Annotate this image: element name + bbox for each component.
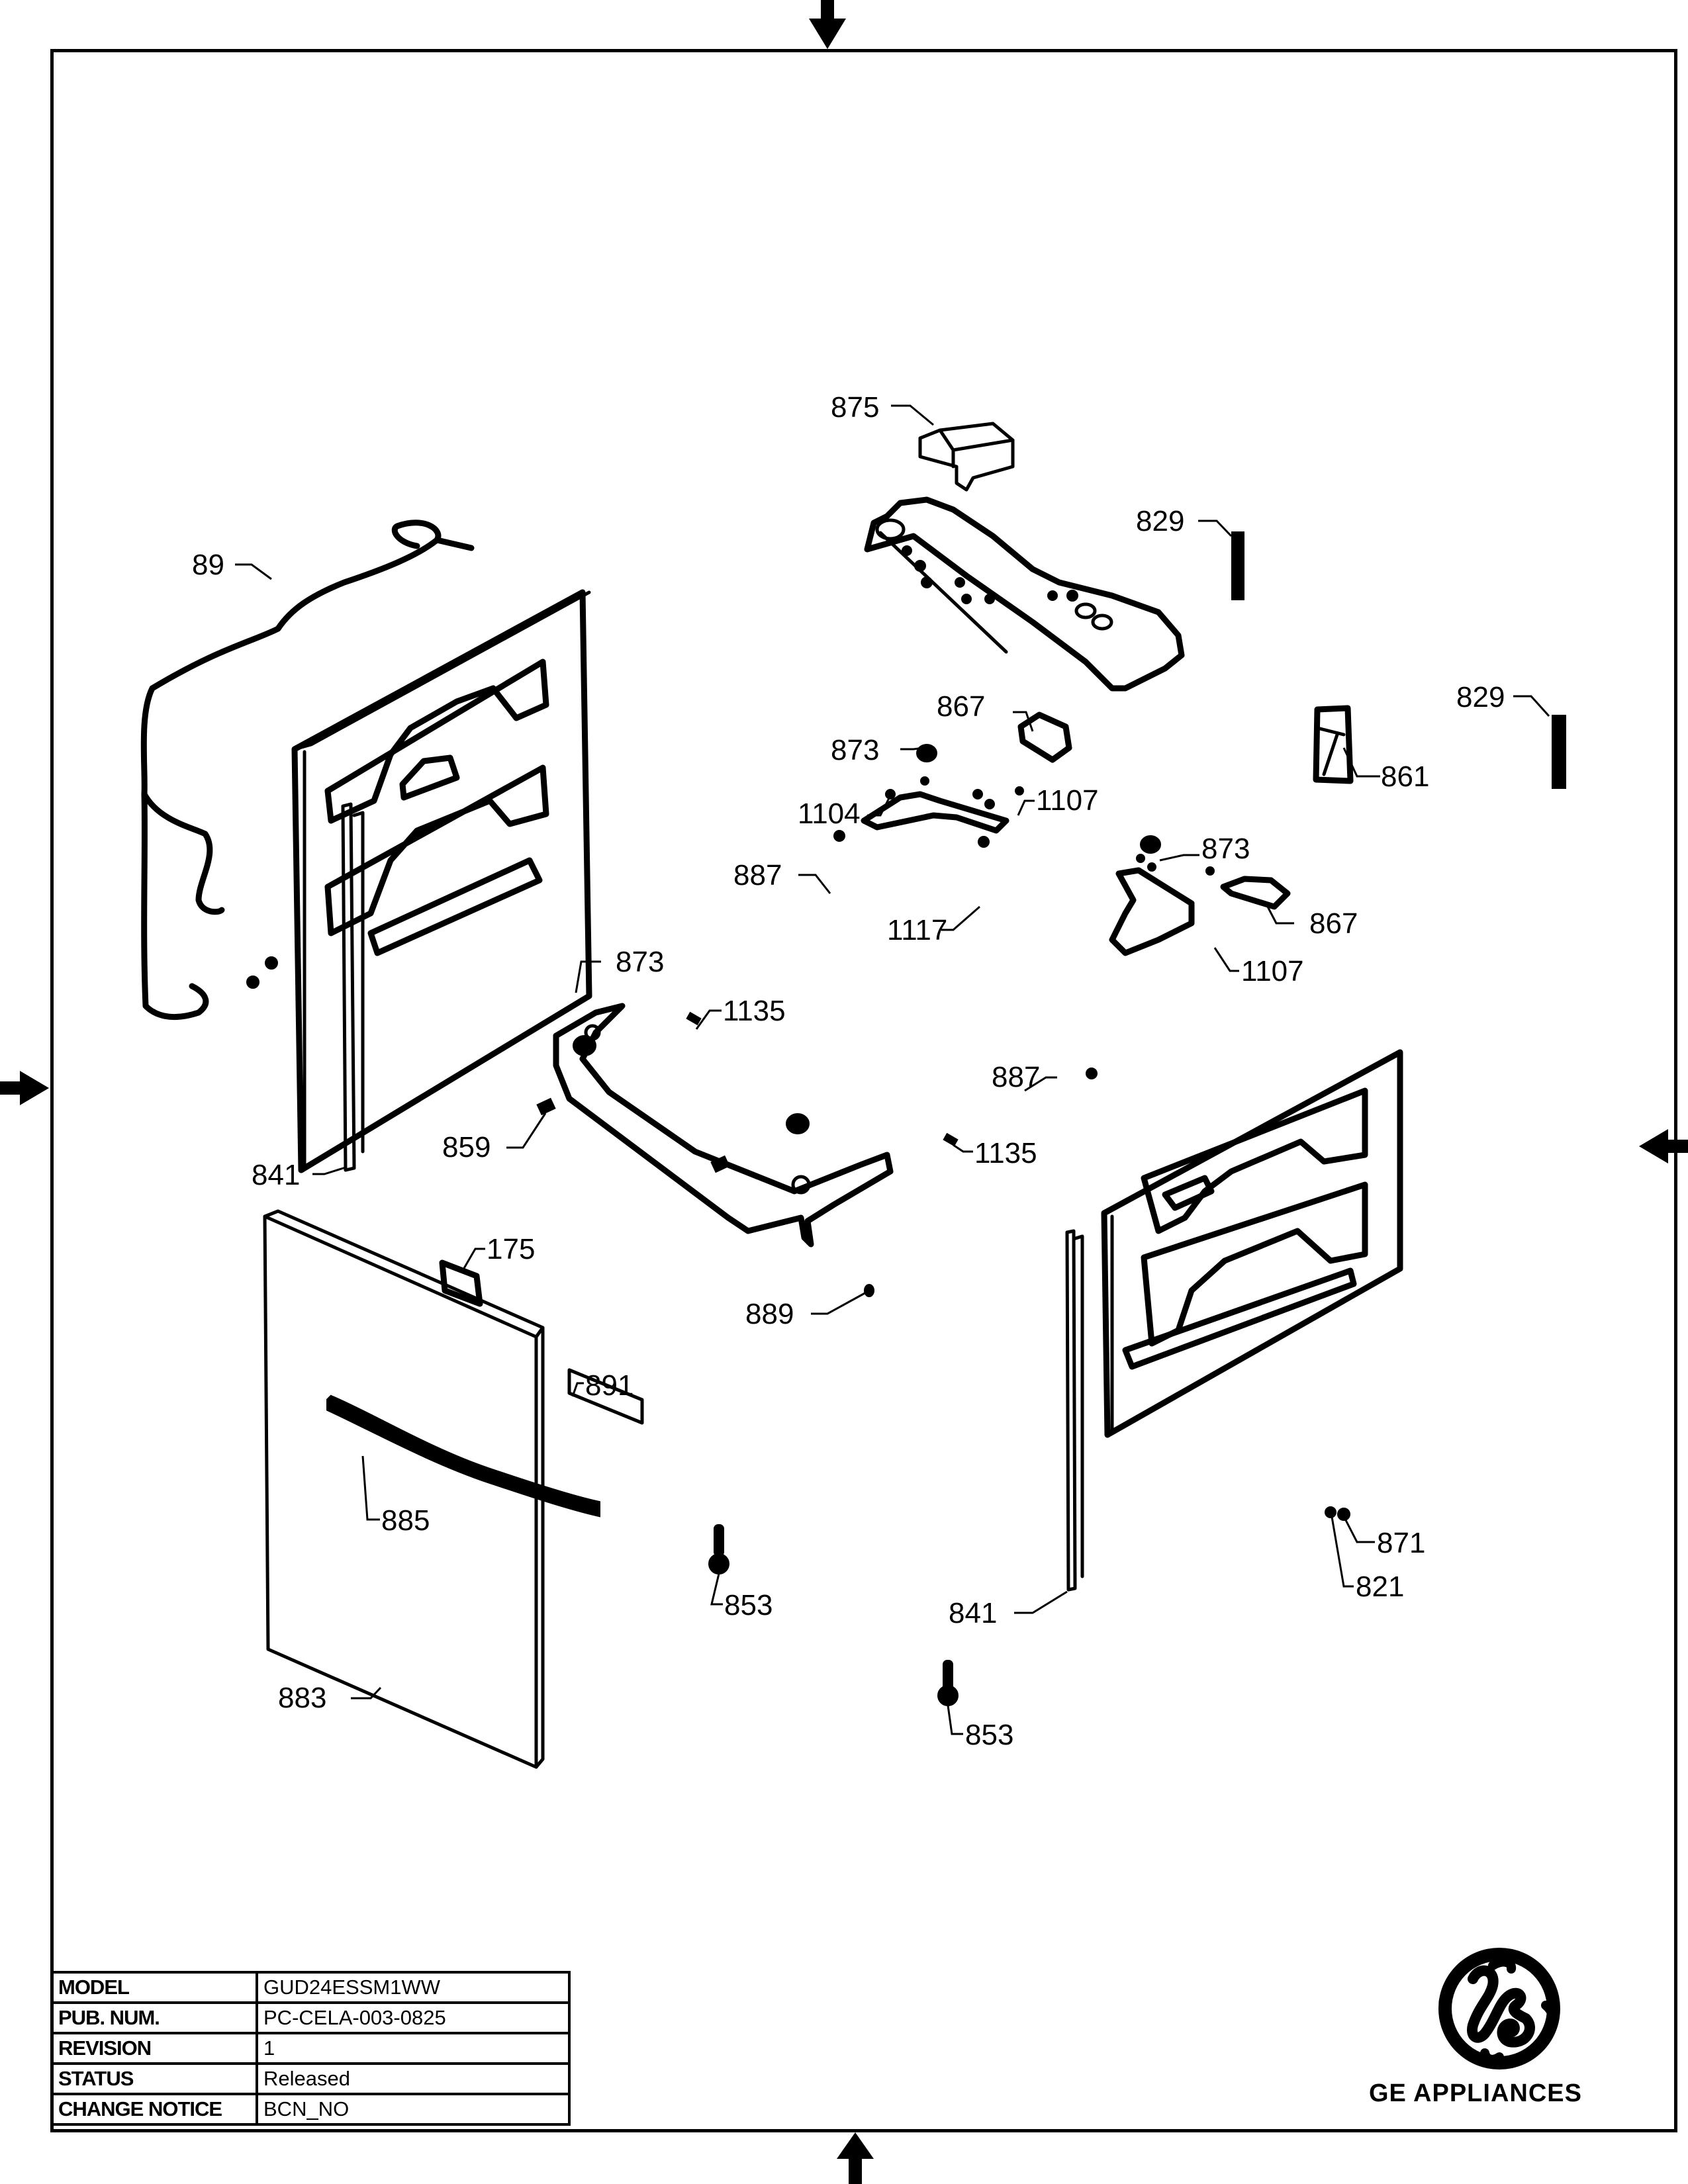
part-873-grommet-upper[interactable] <box>916 744 937 762</box>
status-value: Released <box>256 2062 571 2095</box>
callout-873[interactable]: 873 <box>1201 833 1250 865</box>
registration-arrow-bottom <box>837 2132 874 2184</box>
part-875-bracket[interactable] <box>918 422 1015 492</box>
callout-891[interactable]: 891 <box>585 1369 633 1402</box>
part-873-grommet-right[interactable] <box>1140 835 1161 854</box>
callout-887[interactable]: 887 <box>733 859 782 891</box>
callout-821[interactable]: 821 <box>1356 1570 1404 1603</box>
part-side-panel-left[interactable] <box>291 589 592 1173</box>
part-891-strip[interactable] <box>567 1368 644 1425</box>
part-1135-screw-lower[interactable] <box>943 1132 959 1147</box>
part-859-clip[interactable] <box>536 1097 556 1116</box>
callout-859[interactable]: 859 <box>442 1131 491 1163</box>
registration-arrow-top <box>809 0 846 49</box>
callout-885[interactable]: 885 <box>381 1504 430 1537</box>
callout-871[interactable]: 871 <box>1377 1527 1425 1559</box>
callout-867[interactable]: 867 <box>937 690 985 723</box>
callout-841[interactable]: 841 <box>949 1597 997 1629</box>
leader-lines <box>235 404 1550 1735</box>
callout-853[interactable]: 853 <box>724 1589 773 1621</box>
callout-853[interactable]: 853 <box>965 1719 1013 1751</box>
part-853-leg-upper[interactable] <box>708 1524 729 1574</box>
drawing-border <box>50 49 1677 2132</box>
callout-1107[interactable]: 1107 <box>1036 784 1099 817</box>
part-leg-bracket-lower[interactable] <box>1086 854 1215 1079</box>
callout-829[interactable]: 829 <box>1136 505 1184 537</box>
part-821-plug[interactable] <box>1325 1506 1336 1518</box>
part-leg-bracket-upper[interactable] <box>833 776 1024 848</box>
callout-175[interactable]: 175 <box>487 1233 535 1265</box>
title-row-status: STATUS Released <box>50 2062 571 2095</box>
callout-873[interactable]: 873 <box>831 734 879 766</box>
callout-861[interactable]: 861 <box>1381 760 1429 793</box>
change-notice-value: BCN_NO <box>256 2093 571 2126</box>
part-861-latch[interactable] <box>1313 705 1354 784</box>
callout-841[interactable]: 841 <box>252 1159 300 1191</box>
fastener-dot <box>265 956 278 970</box>
publication-number: PC-CELA-003-0825 <box>256 2001 571 2034</box>
title-key: PUB. NUM. <box>50 2001 258 2034</box>
title-row-revision: REVISION 1 <box>50 2032 571 2065</box>
registration-arrow-right <box>1639 1129 1688 1163</box>
part-top-rail[interactable] <box>864 496 1185 692</box>
callout-1104[interactable]: 1104 <box>798 797 861 830</box>
part-841-hinge-left[interactable] <box>341 802 365 1172</box>
title-key: MODEL <box>50 1971 258 2004</box>
part-89-wire-harness[interactable] <box>140 520 475 1021</box>
callout-1107[interactable]: 1107 <box>1241 955 1304 987</box>
title-key: REVISION <box>50 2032 258 2065</box>
part-829-bracket-right[interactable] <box>1552 715 1566 789</box>
revision-value: 1 <box>256 2032 571 2065</box>
part-841-hinge-right[interactable] <box>1065 1229 1084 1592</box>
registration-arrow-left <box>0 1071 49 1105</box>
part-1135-screw-upper[interactable] <box>686 1011 702 1026</box>
model-number: GUD24ESSM1WW <box>256 1971 571 2004</box>
title-row-model: MODEL GUD24ESSM1WW <box>50 1971 571 2004</box>
part-867-cover-upper[interactable] <box>1017 711 1072 763</box>
title-block: MODEL GUD24ESSM1WW PUB. NUM. PC-CELA-003… <box>50 1971 571 2126</box>
title-row-pub-num: PUB. NUM. PC-CELA-003-0825 <box>50 2001 571 2034</box>
part-829-bracket-upper[interactable] <box>1231 531 1244 600</box>
callout-883[interactable]: 883 <box>278 1682 326 1714</box>
brand-name: GE APPLIANCES <box>1369 2079 1582 2107</box>
callout-1135[interactable]: 1135 <box>723 995 786 1027</box>
part-889-screw[interactable] <box>864 1284 874 1297</box>
callout-829[interactable]: 829 <box>1456 681 1505 713</box>
callout-1117[interactable]: 1117 <box>887 914 947 946</box>
title-key: STATUS <box>50 2062 258 2095</box>
callout-887[interactable]: 887 <box>992 1061 1040 1093</box>
fastener-dot <box>246 976 259 989</box>
part-853-leg-lower[interactable] <box>937 1660 959 1706</box>
part-side-panel-right[interactable] <box>1101 1049 1403 1438</box>
part-175-label[interactable] <box>439 1259 483 1307</box>
callout-1135[interactable]: 1135 <box>974 1137 1037 1169</box>
title-key: CHANGE NOTICE <box>50 2093 258 2126</box>
part-871-plug[interactable] <box>1337 1508 1350 1521</box>
part-883-door-panel[interactable] <box>263 1209 545 1769</box>
part-885-handle[interactable] <box>326 1394 600 1518</box>
callout-875[interactable]: 875 <box>831 391 879 424</box>
callout-867[interactable]: 867 <box>1309 907 1358 940</box>
part-clip-lower[interactable] <box>710 1155 730 1173</box>
callout-89[interactable]: 89 <box>192 549 224 581</box>
ge-logo-icon <box>1438 1948 1560 2070</box>
part-base-frame[interactable] <box>553 1003 894 1248</box>
callout-889[interactable]: 889 <box>745 1298 794 1330</box>
part-867-cover-lower[interactable] <box>1220 876 1291 910</box>
callout-873[interactable]: 873 <box>616 946 664 978</box>
title-row-change-notice: CHANGE NOTICE BCN_NO <box>50 2093 571 2126</box>
